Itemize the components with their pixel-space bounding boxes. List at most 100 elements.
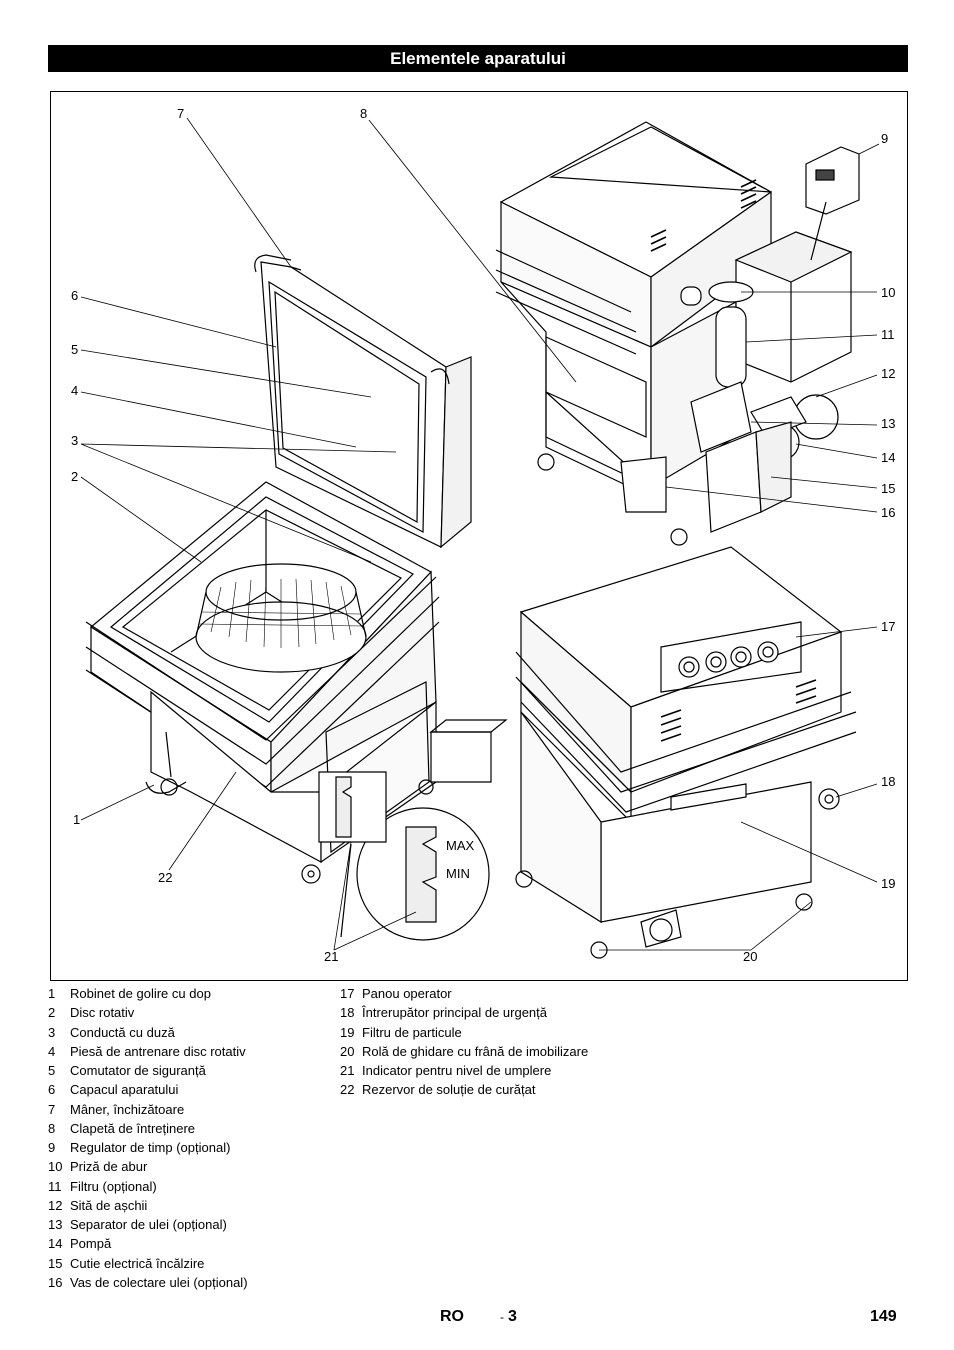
legend-text: Rolă de ghidare cu frână de imobilizare (362, 1043, 589, 1059)
legend-text: Robinet de golire cu dop (70, 986, 211, 1001)
footer-language: RO (440, 1308, 464, 1325)
legend-num: 18 (340, 1005, 355, 1021)
callout-5: 5 (71, 342, 79, 357)
legend-num: 15 (48, 1255, 63, 1271)
legend-text: Capacul aparatului (70, 1082, 179, 1098)
legend-num: 4 (48, 1043, 56, 1059)
legend-item: 21 Indicator pentru nivel de umplere (340, 1061, 588, 1080)
legend-num: 16 (48, 1274, 63, 1290)
callout-leader-lines (80, 117, 880, 951)
legend-right-column: 17 Panou operator 18 Întrerupător principa… (340, 984, 588, 1100)
device-illustration (80, 117, 880, 959)
callout-3: 3 (71, 433, 79, 448)
legend-text: Conductă cu duză (70, 1024, 175, 1040)
legend-num: 5 (48, 1063, 56, 1078)
legend-text: Mâner, închizătoare (70, 1101, 185, 1117)
callout-14: 14 (881, 450, 896, 465)
legend-text: Panou operator (362, 986, 452, 1001)
legend-item: 4 Piesă de antrenare disc rotativ (48, 1042, 248, 1061)
legend-num: 6 (48, 1082, 56, 1098)
machine-front-drawing (515, 546, 857, 959)
legend-item: 14 Pompă (48, 1234, 248, 1253)
callout-22: 22 (158, 870, 173, 885)
legend-num: 20 (340, 1043, 355, 1059)
legend-item: 22 Rezervor de soluție de curățat (340, 1080, 588, 1099)
footer-section-number: 3 (508, 1308, 517, 1325)
callout-4: 4 (71, 383, 79, 398)
legend-text: Priză de abur (70, 1159, 148, 1175)
legend-text: Filtru (opțional) (70, 1178, 157, 1194)
callout-18: 18 (881, 774, 896, 789)
legend-item: 3 Conductă cu duză (48, 1023, 248, 1042)
legend-num: 12 (48, 1197, 63, 1213)
legend-num: 8 (48, 1120, 56, 1136)
callout-9: 9 (881, 131, 889, 146)
callout-15: 15 (881, 481, 896, 496)
legend-num: 2 (48, 1005, 56, 1021)
legend-item: 18 Întrerupător principal de urgență (340, 1003, 588, 1022)
legend-num: 11 (48, 1178, 62, 1194)
legend-num: 3 (48, 1024, 56, 1040)
legend-text: Cutie electrică încălzire (70, 1255, 205, 1271)
level-min-label: MIN (446, 866, 470, 881)
legend-text: Disc rotativ (70, 1005, 135, 1021)
legend-num: 21 (340, 1063, 355, 1078)
callout-1: 1 (73, 812, 81, 827)
callout-12: 12 (881, 366, 896, 381)
legend-num: 7 (48, 1101, 56, 1117)
machine-rear-drawing (495, 121, 860, 546)
legend-num: 1 (48, 986, 56, 1001)
legend-num: 14 (48, 1236, 63, 1252)
legend-text: Piesă de antrenare disc rotativ (70, 1043, 246, 1059)
footer-separator: - (500, 1310, 504, 1324)
legend-item: 7 Mâner, închizătoare (48, 1100, 248, 1119)
legend-item: 15 Cutie electrică încălzire (48, 1254, 248, 1273)
legend-text: Întrerupător principal de urgență (362, 1005, 548, 1021)
section-title: Elementele aparatului (48, 45, 908, 72)
legend-item: 10 Priză de abur (48, 1157, 248, 1176)
device-diagram: 7 8 9 10 11 12 13 14 15 16 17 18 19 20 2… (50, 91, 908, 981)
legend-item: 20 Rolă de ghidare cu frână de imobilizar… (340, 1042, 588, 1061)
callout-13: 13 (881, 416, 896, 431)
legend-text: Indicator pentru nivel de umplere (362, 1063, 552, 1078)
callout-10: 10 (881, 285, 896, 300)
legend-item: 11 Filtru (opțional) (48, 1177, 248, 1196)
callout-21: 21 (324, 949, 339, 964)
legend-text: Rezervor de soluție de curățat (362, 1082, 536, 1098)
legend-num: 10 (48, 1159, 63, 1175)
callout-19: 19 (881, 876, 896, 891)
callout-8: 8 (360, 106, 368, 121)
legend-item: 17 Panou operator (340, 984, 588, 1003)
legend-item: 16 Vas de colectare ulei (opțional) (48, 1273, 248, 1292)
legend-text: Sită de așchii (70, 1197, 148, 1213)
callout-11: 11 (881, 327, 895, 342)
legend-item: 6 Capacul aparatului (48, 1080, 248, 1099)
level-max-label: MAX (446, 838, 475, 853)
legend-item: 8 Clapetă de întreținere (48, 1119, 248, 1138)
page-number: 149 (870, 1308, 897, 1325)
legend-num: 9 (48, 1140, 56, 1155)
legend-text: Regulator de timp (opțional) (70, 1140, 231, 1155)
legend-text: Separator de ulei (opțional) (70, 1217, 227, 1232)
legend-item: 9 Regulator de timp (opțional) (48, 1138, 248, 1157)
legend-text: Clapetă de întreținere (70, 1120, 196, 1136)
callout-17: 17 (881, 619, 896, 634)
legend-num: 17 (340, 986, 355, 1001)
legend-text: Filtru de particule (362, 1024, 462, 1040)
legend-text: Comutator de siguranță (70, 1063, 206, 1078)
legend-item: 2 Disc rotativ (48, 1003, 248, 1022)
legend-item: 1 Robinet de golire cu dop (48, 984, 248, 1003)
machine-open-lid-drawing (85, 254, 508, 941)
callout-20: 20 (743, 949, 758, 964)
callout-2: 2 (71, 469, 79, 484)
legend-text: Pompă (70, 1236, 112, 1252)
legend-item: 5 Comutator de siguranță (48, 1061, 248, 1080)
callout-16: 16 (881, 505, 896, 520)
callout-6: 6 (71, 288, 79, 303)
legend-text: Vas de colectare ulei (opțional) (70, 1274, 248, 1290)
legend-num: 22 (340, 1082, 355, 1098)
callout-7: 7 (177, 106, 185, 121)
